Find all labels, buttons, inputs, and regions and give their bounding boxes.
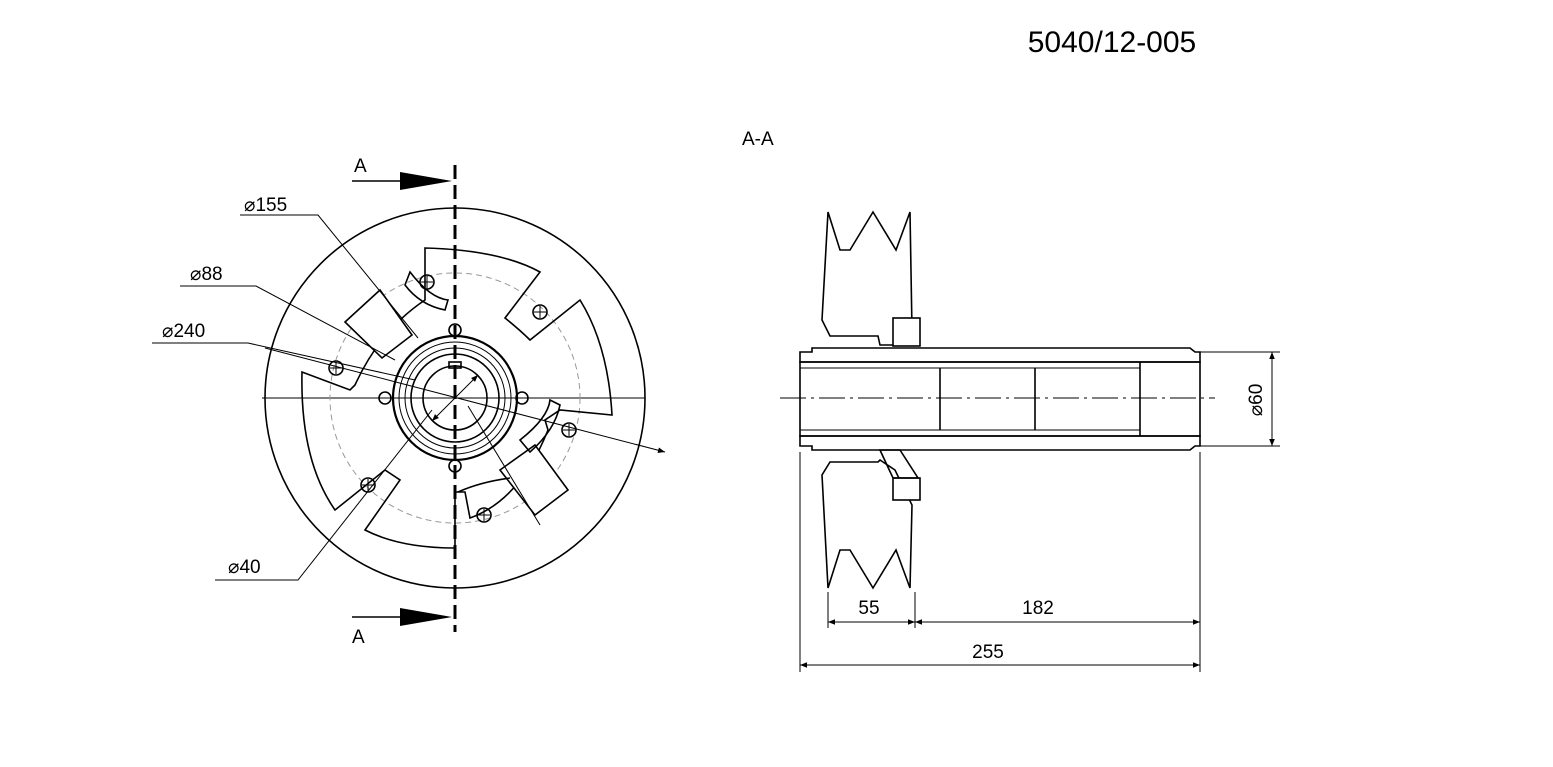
leader-240 (152, 342, 416, 381)
section-title: A-A (742, 129, 774, 150)
section-arrow-bottom (400, 608, 452, 626)
dimension-label-60: ⌀60 (1246, 384, 1267, 417)
dimension-label-182: 182 (1022, 598, 1054, 619)
dimension-line-40 (431, 374, 479, 422)
shaft-bore (799, 361, 1201, 437)
key-upper (892, 317, 921, 347)
bolt-circle (329, 272, 581, 524)
clamp-lower-right (457, 398, 570, 517)
leader-hub (467, 405, 541, 526)
section-marker-bottom: A (352, 627, 365, 648)
dimension-label-55: 55 (858, 598, 879, 619)
pulley-lower (821, 458, 913, 590)
section-arrow-top (400, 172, 452, 190)
dimension-label-255: 255 (972, 642, 1004, 663)
shaft-wall-bottom (799, 435, 1201, 451)
leader-155 (240, 214, 419, 339)
dimension-label-155: ⌀155 (244, 195, 287, 216)
lobed-plate (301, 247, 613, 549)
hub (391, 334, 519, 462)
key-lower (892, 477, 921, 501)
drawing-number: 5040/12-005 (1028, 26, 1197, 59)
section-marker-top: A (354, 156, 367, 177)
key-lower-cap (878, 449, 920, 479)
leader-40 (215, 409, 433, 581)
section-view: A-A 55 182 255 (742, 129, 1280, 672)
dimension-label-88: ⌀88 (190, 264, 223, 285)
leader-88 (180, 285, 396, 361)
front-view: ⌀155 ⌀88 ⌀240 ⌀40 A A (152, 156, 666, 648)
dimension-label-240: ⌀240 (162, 321, 205, 342)
outer-disk-outline (264, 207, 646, 589)
shaft-wall-top (799, 347, 1201, 363)
dimension-label-40: ⌀40 (228, 557, 261, 578)
